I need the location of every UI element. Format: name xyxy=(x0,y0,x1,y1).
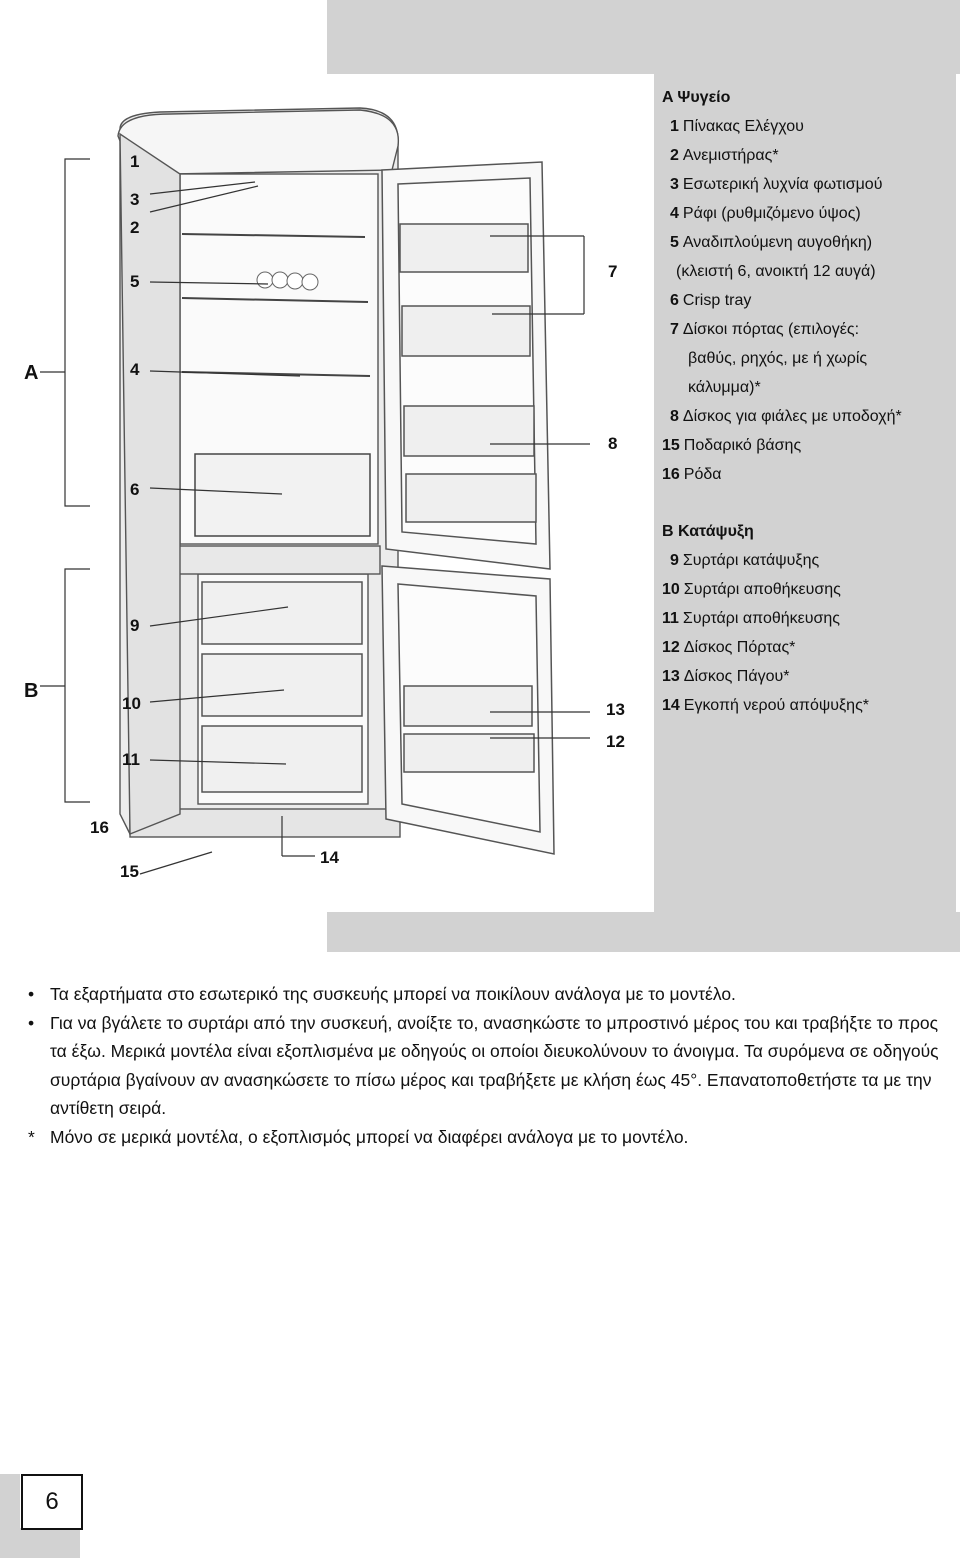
note-text: Μόνο σε μερικά μοντέλα, ο εξοπλισμός μπο… xyxy=(50,1127,688,1147)
callout-11: 11 xyxy=(122,750,140,770)
bullet-mark: • xyxy=(28,1009,34,1038)
legend-title-freezer: B Κατάψυξη xyxy=(662,517,869,546)
callout-9: 9 xyxy=(130,616,139,636)
legend-item-continuation: (κλειστή 6, ανοικτή 12 αυγά) xyxy=(662,257,902,286)
background-band-top xyxy=(327,0,960,74)
callout-10: 10 xyxy=(122,694,141,714)
callout-12: 12 xyxy=(606,732,625,752)
fridge-figure: A B 1 3 2 5 4 6 7 8 9 10 11 13 12 16 15 … xyxy=(20,74,654,912)
section-a-letter: A xyxy=(24,362,38,385)
callout-6: 6 xyxy=(130,480,139,500)
fridge-illustration xyxy=(20,74,654,912)
note-item: • Τα εξαρτήματα στο εσωτερικό της συσκευ… xyxy=(20,980,940,1009)
note-item: * Μόνο σε μερικά μοντέλα, ο εξοπλισμός μ… xyxy=(20,1123,940,1152)
notes-list: • Τα εξαρτήματα στο εσωτερικό της συσκευ… xyxy=(20,952,940,1151)
callout-16: 16 xyxy=(90,818,109,838)
note-item: • Για να βγάλετε το συρτάρι από την συσκ… xyxy=(20,1009,940,1123)
callout-13: 13 xyxy=(606,700,625,720)
callout-8: 8 xyxy=(608,434,617,454)
page-number: 6 xyxy=(21,1474,83,1530)
callout-7: 7 xyxy=(608,262,617,282)
section-b-letter: B xyxy=(24,680,38,703)
legend-item-continuation: βαθύς, ρηχός, με ή χωρίς xyxy=(662,344,902,373)
callout-14: 14 xyxy=(320,848,339,868)
callout-2: 2 xyxy=(130,218,139,238)
legend-item-continuation: κάλυμμα)* xyxy=(662,373,902,402)
footer-band xyxy=(0,1528,80,1558)
legend-title-fridge: A Ψυγείο xyxy=(662,83,902,112)
callout-5: 5 xyxy=(130,272,139,292)
asterisk-mark: * xyxy=(28,1123,35,1152)
callout-15: 15 xyxy=(120,862,139,882)
note-text: Για να βγάλετε το συρτάρι από την συσκευ… xyxy=(50,1013,939,1119)
bullet-mark: • xyxy=(28,980,34,1009)
callout-4: 4 xyxy=(130,360,139,380)
background-band-middle xyxy=(327,912,960,952)
callout-3: 3 xyxy=(130,190,139,210)
note-text: Τα εξαρτήματα στο εσωτερικό της συσκευής… xyxy=(50,984,736,1004)
callout-1: 1 xyxy=(130,152,139,172)
